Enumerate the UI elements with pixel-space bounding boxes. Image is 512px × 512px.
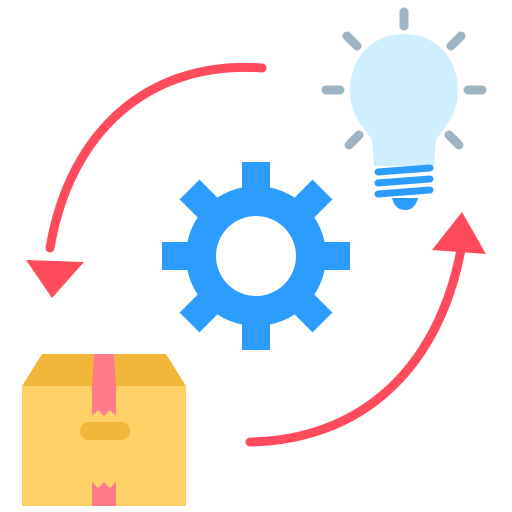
- gear-hole: [216, 216, 296, 296]
- bulb-tip: [392, 198, 418, 210]
- cycle-arrow-icon-2: [245, 212, 486, 447]
- box-tape-top: [92, 354, 116, 386]
- lightbulb-icon: [321, 7, 487, 210]
- box-handle: [80, 422, 130, 440]
- arrow-top-left-head: [26, 260, 84, 298]
- arrow-top-left-shaft: [45, 62, 267, 253]
- cycle-arrow-icon: [26, 62, 267, 298]
- package-box-icon: [22, 354, 186, 506]
- gear-icon: [162, 162, 350, 350]
- arrow-bottom-right-head: [432, 212, 486, 254]
- bulb-base: [374, 164, 434, 198]
- arrow-bottom-right-shaft: [245, 239, 467, 447]
- bulb-rays: [321, 7, 487, 150]
- box-tape-bottom-notch: [92, 482, 116, 488]
- box-tape-front: [92, 386, 116, 416]
- bulb-glass: [350, 34, 458, 166]
- box-tape-notch: [92, 410, 116, 418]
- box-tape-bottom: [92, 482, 116, 506]
